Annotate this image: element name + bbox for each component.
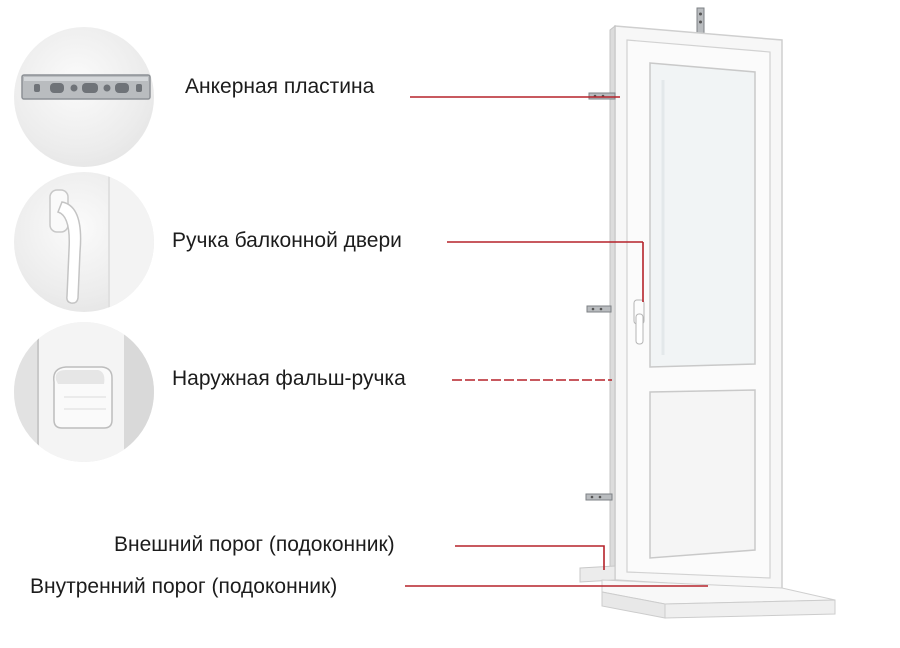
glass-panel <box>649 62 756 368</box>
anchor-plate-thumbnail <box>14 27 154 167</box>
fake-handle-icon <box>14 322 154 462</box>
label-inner-threshold: Внутренний порог (подоконник) <box>30 575 338 598</box>
door-handle-on-door <box>633 299 645 345</box>
lower-panel <box>649 389 756 559</box>
anchor-plate-side-2 <box>586 305 612 313</box>
label-outer-threshold: Внешний порог (подоконник) <box>114 533 395 556</box>
label-anchor-plate: Анкерная пластина <box>185 75 375 98</box>
fake-handle-thumbnail <box>14 322 154 462</box>
anchor-plate-side-3 <box>585 493 613 501</box>
label-outer-fake-handle: Наружная фальш-ручка <box>172 367 406 390</box>
label-door-handle: Ручка балконной двери <box>172 229 402 252</box>
anchor-plate-icon <box>21 74 151 100</box>
door-handle-thumbnail <box>14 172 154 312</box>
leader-line-outer-threshold <box>455 545 605 570</box>
handle-icon <box>49 172 154 312</box>
